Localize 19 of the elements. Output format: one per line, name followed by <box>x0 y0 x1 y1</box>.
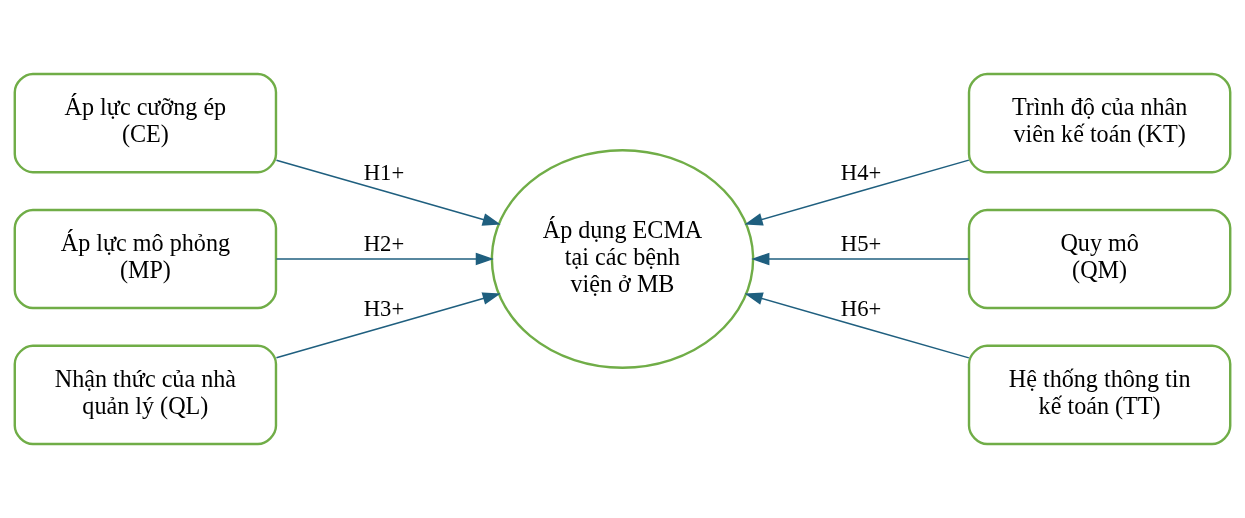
node-box: Quy mô (QM) <box>967 208 1232 310</box>
arrow <box>751 252 970 266</box>
arrow <box>275 292 501 359</box>
edge-label: H2+ <box>363 231 405 257</box>
node-ellipse: Áp dụng ECMA tại các bệnh viện ở MB <box>490 149 755 369</box>
arrow <box>744 292 970 359</box>
edge-label: H3+ <box>363 296 405 322</box>
node-box: Áp lực mô phỏng (MP) <box>13 208 278 310</box>
edge-label: H4+ <box>840 160 882 186</box>
arrow <box>275 252 494 266</box>
edge-label: H1+ <box>363 160 405 186</box>
edge-label: H6+ <box>840 296 882 322</box>
node-box: Áp lực cưỡng ép (CE) <box>13 72 278 174</box>
node-box: Trình độ của nhân viên kế toán (KT) <box>967 72 1232 174</box>
arrow <box>275 159 501 226</box>
node-box: Nhận thức của nhà quản lý (QL) <box>13 344 278 446</box>
arrow <box>744 159 970 226</box>
edge-label: H5+ <box>840 231 882 257</box>
node-box: Hệ thống thông tin kế toán (TT) <box>967 344 1232 446</box>
